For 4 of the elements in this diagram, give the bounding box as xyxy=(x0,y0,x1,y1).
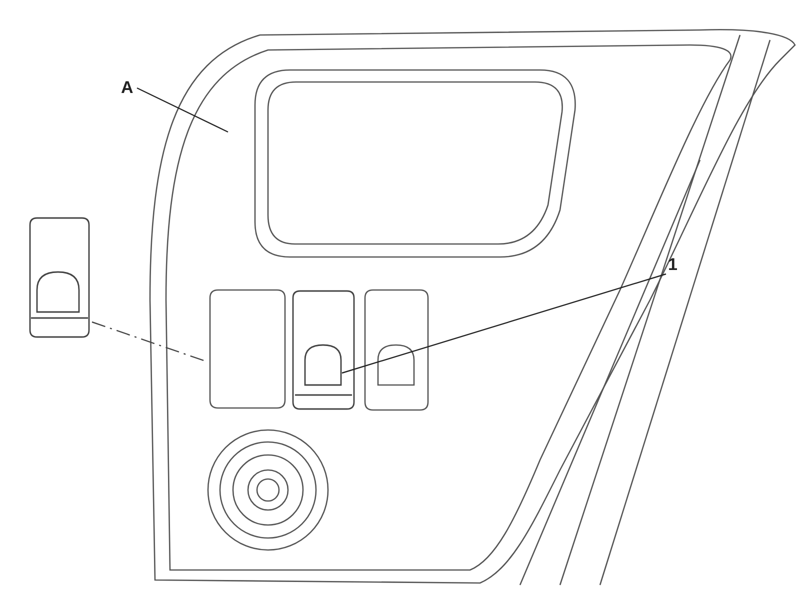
callout-label: 1 xyxy=(668,256,680,274)
leader-line xyxy=(136,87,228,133)
leader-line xyxy=(342,273,666,374)
callout-label: A xyxy=(121,79,135,97)
